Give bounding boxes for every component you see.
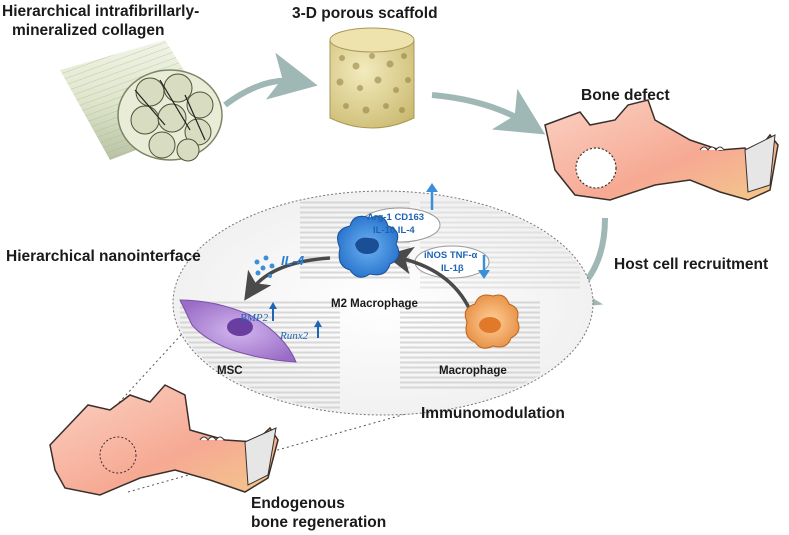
label-endogenous: Endogenous (251, 495, 345, 512)
label-bmp2: BMP2 (240, 312, 269, 324)
il4-particles-icon (254, 255, 275, 278)
bmp2-arrowhead-icon (269, 302, 277, 309)
m2-markers-line1: Arg-1 CD163 (367, 212, 425, 223)
m1-markers-line2: IL-1β (441, 263, 464, 274)
m2-macrophage-cell-icon (337, 215, 400, 278)
label-nanointerface: Hierarchical nanointerface (6, 248, 201, 265)
label-macrophage: Macrophage (439, 365, 507, 377)
arrow-scaffold-to-defect (431, 88, 546, 135)
macrophage-cell-icon (464, 294, 520, 349)
zoom-line-upper (91, 261, 249, 433)
arrow-m2-to-msc (244, 256, 331, 301)
label-collagen-line2: mineralized collagen (12, 22, 165, 39)
m2-up-arrowhead-icon (426, 183, 438, 192)
arrow-collagen-to-scaffold (223, 52, 318, 108)
label-scaffold: 3-D porous scaffold (292, 5, 438, 22)
label-runx2: Runx2 (280, 330, 309, 342)
arrow-macrophage-to-m2 (384, 246, 472, 311)
runx2-arrowhead-icon (314, 320, 322, 327)
porous-scaffold-icon (329, 27, 415, 129)
label-il4: IL-4 (281, 253, 305, 268)
jaw-bone-defect-icon (544, 99, 779, 201)
m1-markers-line1: iNOS TNF-α (424, 250, 478, 261)
label-m2-macrophage: M2 Macrophage (331, 298, 418, 310)
label-bone-regeneration: bone regeneration (251, 514, 387, 531)
label-host-cell-recruitment: Host cell recruitment (614, 256, 769, 273)
msc-cell-icon (179, 299, 297, 363)
collagen-fibril-bundle-icon (60, 40, 223, 162)
m1-down-arrowhead-icon (478, 270, 490, 279)
label-msc: MSC (217, 365, 243, 377)
m2-markers-line2: IL-10 IL-4 (373, 225, 415, 236)
jaw-bone-regenerated-icon (49, 384, 279, 496)
label-immunomodulation: Immunomodulation (421, 405, 565, 422)
label-collagen: Hierarchical intrafibrillarly- (2, 3, 200, 20)
label-bone-defect: Bone defect (581, 87, 670, 104)
